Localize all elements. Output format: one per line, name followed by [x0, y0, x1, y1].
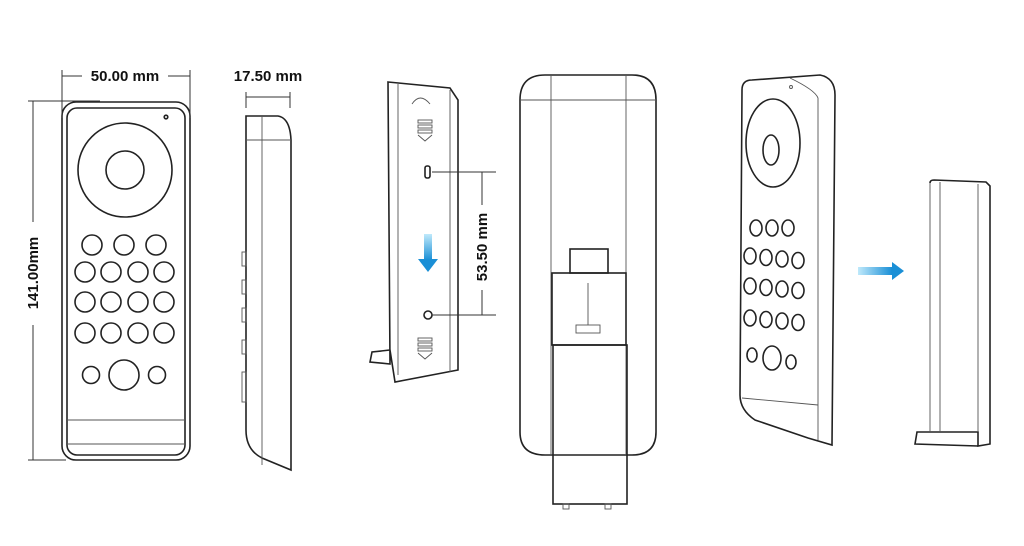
keypad-button [74, 291, 96, 313]
grip-ridges-bottom [417, 337, 433, 360]
keypad-button [74, 261, 96, 283]
keypad-button [100, 261, 122, 283]
keypad-button [743, 277, 757, 295]
mount-hole-bottom [423, 310, 433, 320]
keypad-button [749, 219, 763, 237]
keypad-button [108, 359, 140, 391]
height-dimension: 141.00mm [25, 100, 100, 461]
wall-bracket [369, 81, 459, 383]
battery-compartment [551, 248, 627, 346]
hole-spacing-dimension: 53.50 mm [432, 171, 496, 316]
slide-down-arrow-icon [418, 234, 438, 272]
width-label: 50.00 mm [91, 68, 159, 85]
keypad-button [153, 261, 175, 283]
keypad-button [775, 280, 789, 298]
keypad-button [81, 234, 103, 256]
button-grid-perspective [743, 219, 805, 371]
back-view [519, 74, 657, 510]
keypad-button [81, 365, 101, 385]
depth-dimension: 17.50 mm [234, 68, 302, 108]
keypad-button [759, 248, 773, 267]
keypad-button [743, 309, 757, 327]
keypad-button [791, 281, 805, 300]
keypad-button [113, 234, 135, 256]
keypad-button [127, 322, 149, 344]
width-dimension: 50.00 mm [61, 68, 191, 118]
mount-hole-top [424, 165, 431, 179]
keypad-button [127, 291, 149, 313]
keypad-button [74, 322, 96, 344]
keypad-button [153, 322, 175, 344]
keypad-button [781, 219, 795, 237]
depth-label: 17.50 mm [234, 68, 302, 85]
keypad-button [100, 322, 122, 344]
hole-spacing-label: 53.50 mm [474, 213, 491, 281]
height-label: 141.00mm [25, 237, 42, 310]
control-wheel [77, 122, 173, 218]
keypad-button [759, 278, 773, 297]
keypad-button [759, 310, 773, 329]
bracket-side-view [914, 179, 991, 447]
keypad-button [743, 247, 757, 265]
keypad-button [746, 347, 758, 363]
keypad-button [100, 291, 122, 313]
front-view [61, 101, 191, 461]
attach-right-arrow-icon [858, 262, 904, 280]
keypad-button [153, 291, 175, 313]
keypad-button [762, 345, 782, 371]
keypad-button [785, 354, 797, 370]
button-grid [74, 234, 175, 391]
grip-ridges-top [417, 119, 433, 142]
keypad-button [765, 219, 779, 237]
keypad-button [775, 250, 789, 268]
battery-door [552, 344, 628, 510]
keypad-button [791, 251, 805, 270]
center-button [105, 150, 145, 190]
keypad-button [147, 365, 167, 385]
keypad-button [145, 234, 167, 256]
keypad-button [791, 313, 805, 332]
keypad-button [775, 312, 789, 330]
keypad-button [127, 261, 149, 283]
perspective-view [739, 74, 836, 447]
side-view [241, 115, 292, 472]
led-indicator [163, 114, 169, 120]
